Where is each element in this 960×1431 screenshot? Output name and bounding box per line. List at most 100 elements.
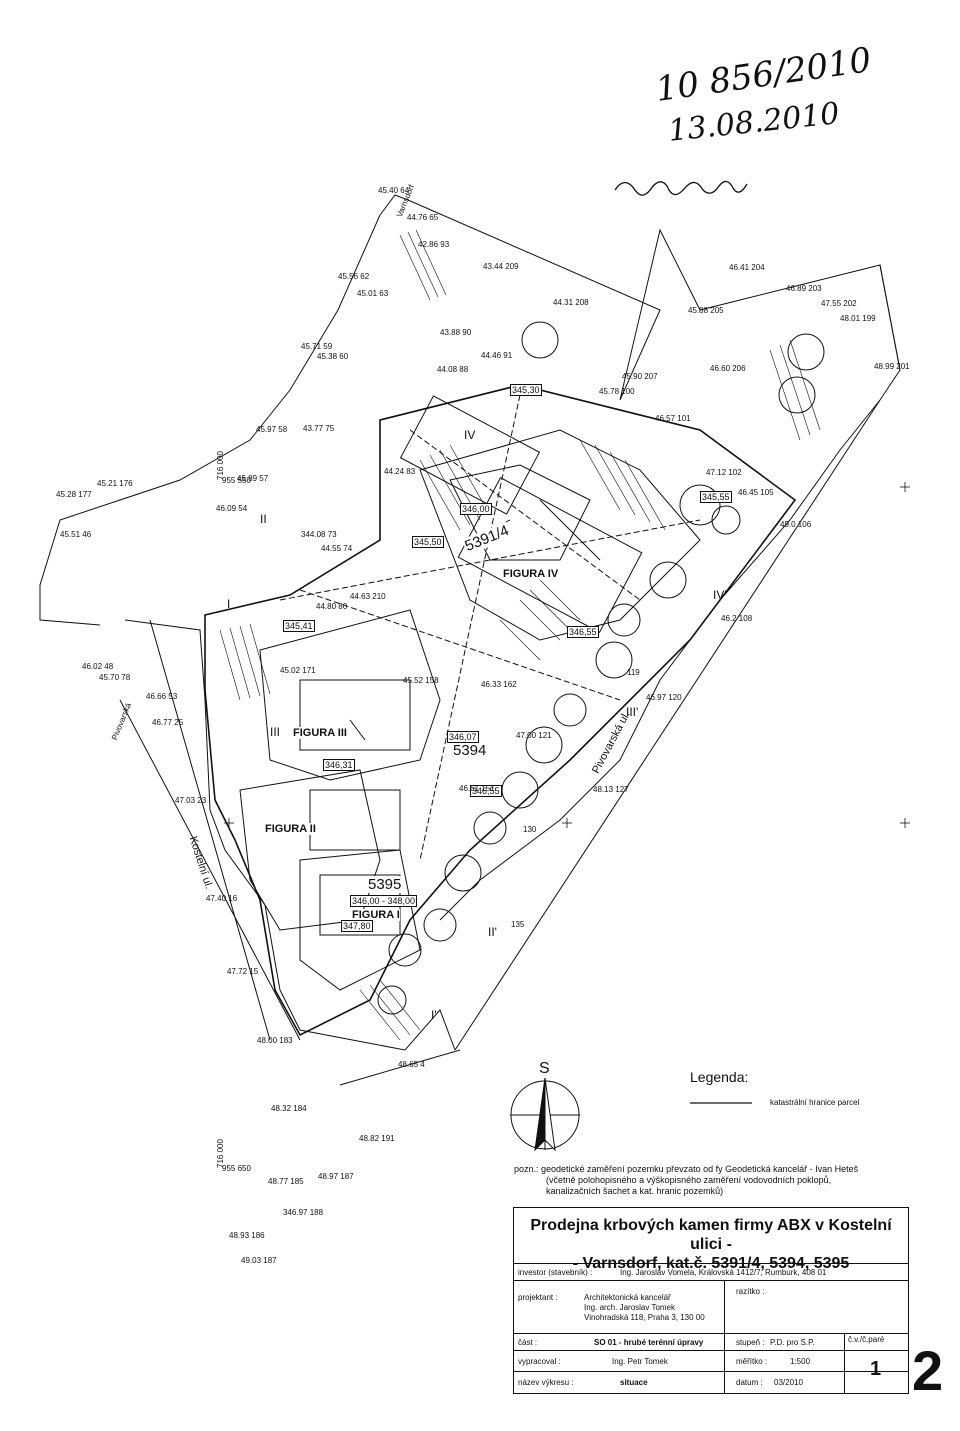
legend-boundary-label: katastrální hranice parcel bbox=[770, 1098, 860, 1107]
section-marker: III bbox=[270, 725, 281, 739]
survey-point: 45.97 58 bbox=[256, 425, 288, 434]
name-row: název výkresu : situace datum : 03/2010 bbox=[514, 1372, 908, 1393]
site-outline bbox=[204, 384, 797, 1037]
designer-line: Architektonická kancelář bbox=[584, 1293, 671, 1302]
grid-coordinate: 955 650 bbox=[222, 1164, 251, 1173]
cell-divider bbox=[724, 1281, 725, 1334]
survey-point: 119 bbox=[627, 668, 640, 677]
designer-label: projektant : bbox=[518, 1293, 558, 1302]
survey-point: 45.52 158 bbox=[403, 676, 439, 685]
copy-label: č.v./č.paré bbox=[848, 1335, 885, 1344]
survey-point: 44.08 88 bbox=[437, 365, 469, 374]
survey-point: 45.38 60 bbox=[317, 352, 349, 361]
survey-point: 46.41 204 bbox=[729, 263, 765, 272]
survey-point: 346.97 188 bbox=[283, 1208, 324, 1217]
cell-divider bbox=[844, 1334, 845, 1351]
survey-point: 45.02 171 bbox=[280, 666, 316, 675]
figure-label: FIGURA I bbox=[352, 909, 400, 921]
survey-point: 45.88 205 bbox=[688, 306, 724, 315]
survey-point: 43.88 90 bbox=[440, 328, 472, 337]
name-value: situace bbox=[620, 1378, 648, 1387]
figure-label: FIGURA IV bbox=[503, 568, 559, 580]
survey-point: 43.44 209 bbox=[483, 262, 519, 271]
note-line: pozn.: geodetické zaměření pozemku převz… bbox=[514, 1164, 859, 1174]
handwritten-signature bbox=[614, 180, 748, 196]
stage-value: P.D. pro S.P. bbox=[770, 1338, 815, 1347]
scale-value: 1:500 bbox=[790, 1357, 811, 1366]
survey-point: 45.71 59 bbox=[301, 342, 333, 351]
cell-divider bbox=[724, 1334, 725, 1351]
survey-point: 45.21 176 bbox=[97, 479, 133, 488]
designer-line: Ing. arch. Jaroslav Tomek bbox=[584, 1303, 676, 1312]
section-marker: I bbox=[227, 597, 231, 611]
investor-value: Ing. Jaroslav Vomela, Královská 1412/7, … bbox=[620, 1268, 827, 1277]
parcel-number: 5395 bbox=[367, 876, 403, 893]
elevation-box: 345,50 bbox=[412, 536, 444, 548]
elevation-box: 345,30 bbox=[510, 384, 542, 396]
cell-divider bbox=[844, 1351, 845, 1393]
drawn-row: vypracoval : Ing. Petr Tomek měřítko : 1… bbox=[514, 1351, 908, 1372]
building-footprint bbox=[419, 429, 701, 641]
survey-point: 42.86 93 bbox=[418, 240, 450, 249]
elevation-box: 346,55 bbox=[567, 626, 599, 638]
building-footprint bbox=[299, 849, 421, 991]
survey-point: 45.40 64 bbox=[378, 186, 410, 195]
survey-point: 46.60 206 bbox=[710, 364, 746, 373]
survey-point: 46.57 101 bbox=[655, 414, 691, 423]
note-line: kanalizačních šachet a kat. hranic pozem… bbox=[546, 1186, 724, 1196]
survey-point: 48.93 186 bbox=[229, 1231, 265, 1240]
date-label: datum : bbox=[736, 1378, 763, 1387]
elevation-box: 346,31 bbox=[323, 759, 355, 771]
survey-point: 45.51 46 bbox=[60, 530, 92, 539]
part-value: SO 01 - hrubé terénní úpravy bbox=[594, 1338, 704, 1347]
north-label: S bbox=[539, 1060, 550, 1077]
elevation-box: 345,55 bbox=[700, 491, 732, 503]
survey-point: 46.89 203 bbox=[786, 284, 822, 293]
survey-point: 47.72 15 bbox=[227, 967, 259, 976]
survey-point: 45.56 62 bbox=[338, 272, 370, 281]
copy-number: 1 bbox=[870, 1358, 882, 1380]
drawn-value: Ing. Petr Tomek bbox=[612, 1357, 668, 1366]
survey-point: 46.77 25 bbox=[152, 718, 184, 727]
parcel-number: 5394 bbox=[452, 742, 488, 759]
survey-point: 48.77 185 bbox=[268, 1177, 304, 1186]
survey-point: 135 bbox=[511, 920, 525, 929]
survey-point: 44.63 210 bbox=[350, 592, 386, 601]
survey-point: 48.13 127 bbox=[593, 785, 629, 794]
figure-label: FIGURA II bbox=[265, 823, 316, 835]
drawing-title: Prodejna krbových kamen firmy ABX v Kost… bbox=[514, 1208, 908, 1272]
legend-title: Legenda: bbox=[690, 1069, 749, 1085]
survey-point: 48.32 184 bbox=[271, 1104, 307, 1113]
stage-label: stupeň : bbox=[736, 1338, 765, 1347]
name-label: název výkresu : bbox=[518, 1378, 574, 1387]
survey-point: 48.82 191 bbox=[359, 1134, 395, 1143]
section-marker: I' bbox=[431, 1008, 437, 1022]
survey-point: 46.02 48 bbox=[82, 662, 114, 671]
figure-label: FIGURA III bbox=[293, 727, 347, 739]
part-row: část : SO 01 - hrubé terénní úpravy stup… bbox=[514, 1334, 908, 1351]
survey-point: 45.28 177 bbox=[56, 490, 92, 499]
survey-point: 46.09 54 bbox=[216, 504, 248, 513]
survey-point: 43.77 75 bbox=[303, 424, 335, 433]
cadastral-boundary-line bbox=[439, 264, 901, 921]
survey-point: 48.65 4 bbox=[398, 1060, 425, 1069]
cadastral-boundary-line bbox=[39, 214, 381, 626]
elevation-box: 347,80 bbox=[341, 920, 373, 932]
survey-point: 44.80 80 bbox=[316, 602, 348, 611]
survey-point: 47.55 202 bbox=[821, 299, 857, 308]
title-line: - Varnsdorf, kat.č. 5391/4, 5394, 5395 bbox=[572, 1255, 850, 1272]
survey-point: 45.90 207 bbox=[622, 372, 658, 381]
title-block: Prodejna krbových kamen firmy ABX v Kost… bbox=[513, 1207, 909, 1394]
elevation-box: 345,41 bbox=[283, 620, 315, 632]
survey-point: 45.89 57 bbox=[237, 474, 269, 483]
elevation-box: 346,00 bbox=[460, 503, 492, 515]
survey-point: 46.97 120 bbox=[646, 693, 682, 702]
elevation-box: 346,00 - 348,00 bbox=[350, 895, 418, 907]
survey-point: 48.00 183 bbox=[257, 1036, 293, 1045]
survey-point: 48.01 199 bbox=[840, 314, 876, 323]
cell-divider bbox=[724, 1351, 725, 1372]
section-marker: IV' bbox=[713, 588, 727, 602]
elevation-box: 346,55 bbox=[470, 785, 502, 797]
survey-point: 44.31 208 bbox=[553, 298, 589, 307]
section-marker: IV bbox=[464, 428, 476, 442]
